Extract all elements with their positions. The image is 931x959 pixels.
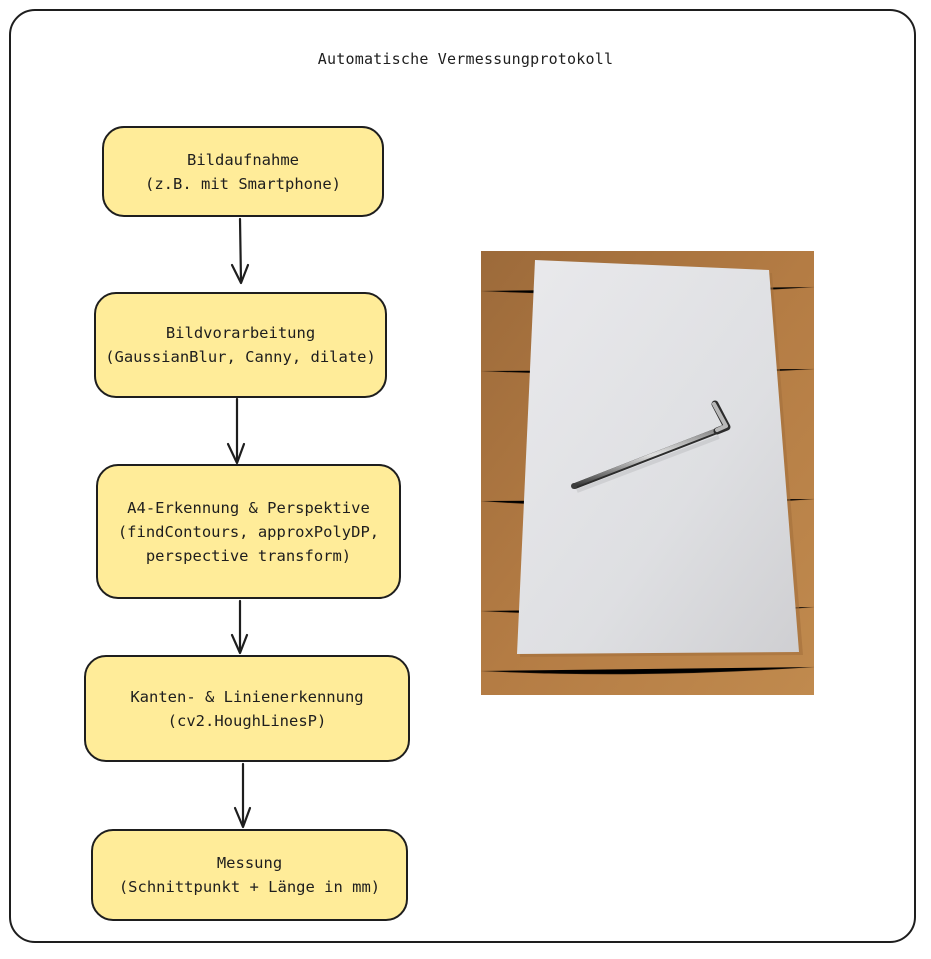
step-label: Bildaufnahme (187, 150, 299, 169)
step-label: Bildvorarbeitung (165, 324, 316, 342)
step-preprocessing: Bildvorarbeitung (GaussianBlur, Canny, d… (94, 292, 387, 398)
step-label: A4-Erkennung & Perspektive (127, 498, 370, 517)
sample-photo (481, 251, 814, 695)
diagram-title: Automatische Vermessungprotokoll (317, 50, 614, 68)
step-detail: (GaussianBlur, Canny, dilate) (105, 348, 376, 366)
step-detail: (cv2.HoughLinesP) (167, 711, 327, 730)
step-detail: (Schnittpunkt + Länge in mm) (118, 878, 381, 896)
step-label: Messung (216, 854, 283, 872)
step-detail: (z.B. mit Smartphone) (145, 174, 341, 193)
step-edge-line-detection: Kanten- & Linienerkennung (cv2.HoughLine… (84, 655, 410, 762)
step-detail: perspective transform) (145, 546, 352, 565)
step-label: Kanten- & Linienerkennung (130, 687, 364, 706)
photo-image (481, 251, 814, 695)
step-image-capture: Bildaufnahme (z.B. mit Smartphone) (102, 126, 384, 217)
step-measurement: Messung (Schnittpunkt + Länge in mm) (91, 829, 408, 921)
step-a4-detection: A4-Erkennung & Perspektive (findContours… (96, 464, 401, 599)
step-detail: (findContours, approxPolyDP, (117, 522, 380, 541)
